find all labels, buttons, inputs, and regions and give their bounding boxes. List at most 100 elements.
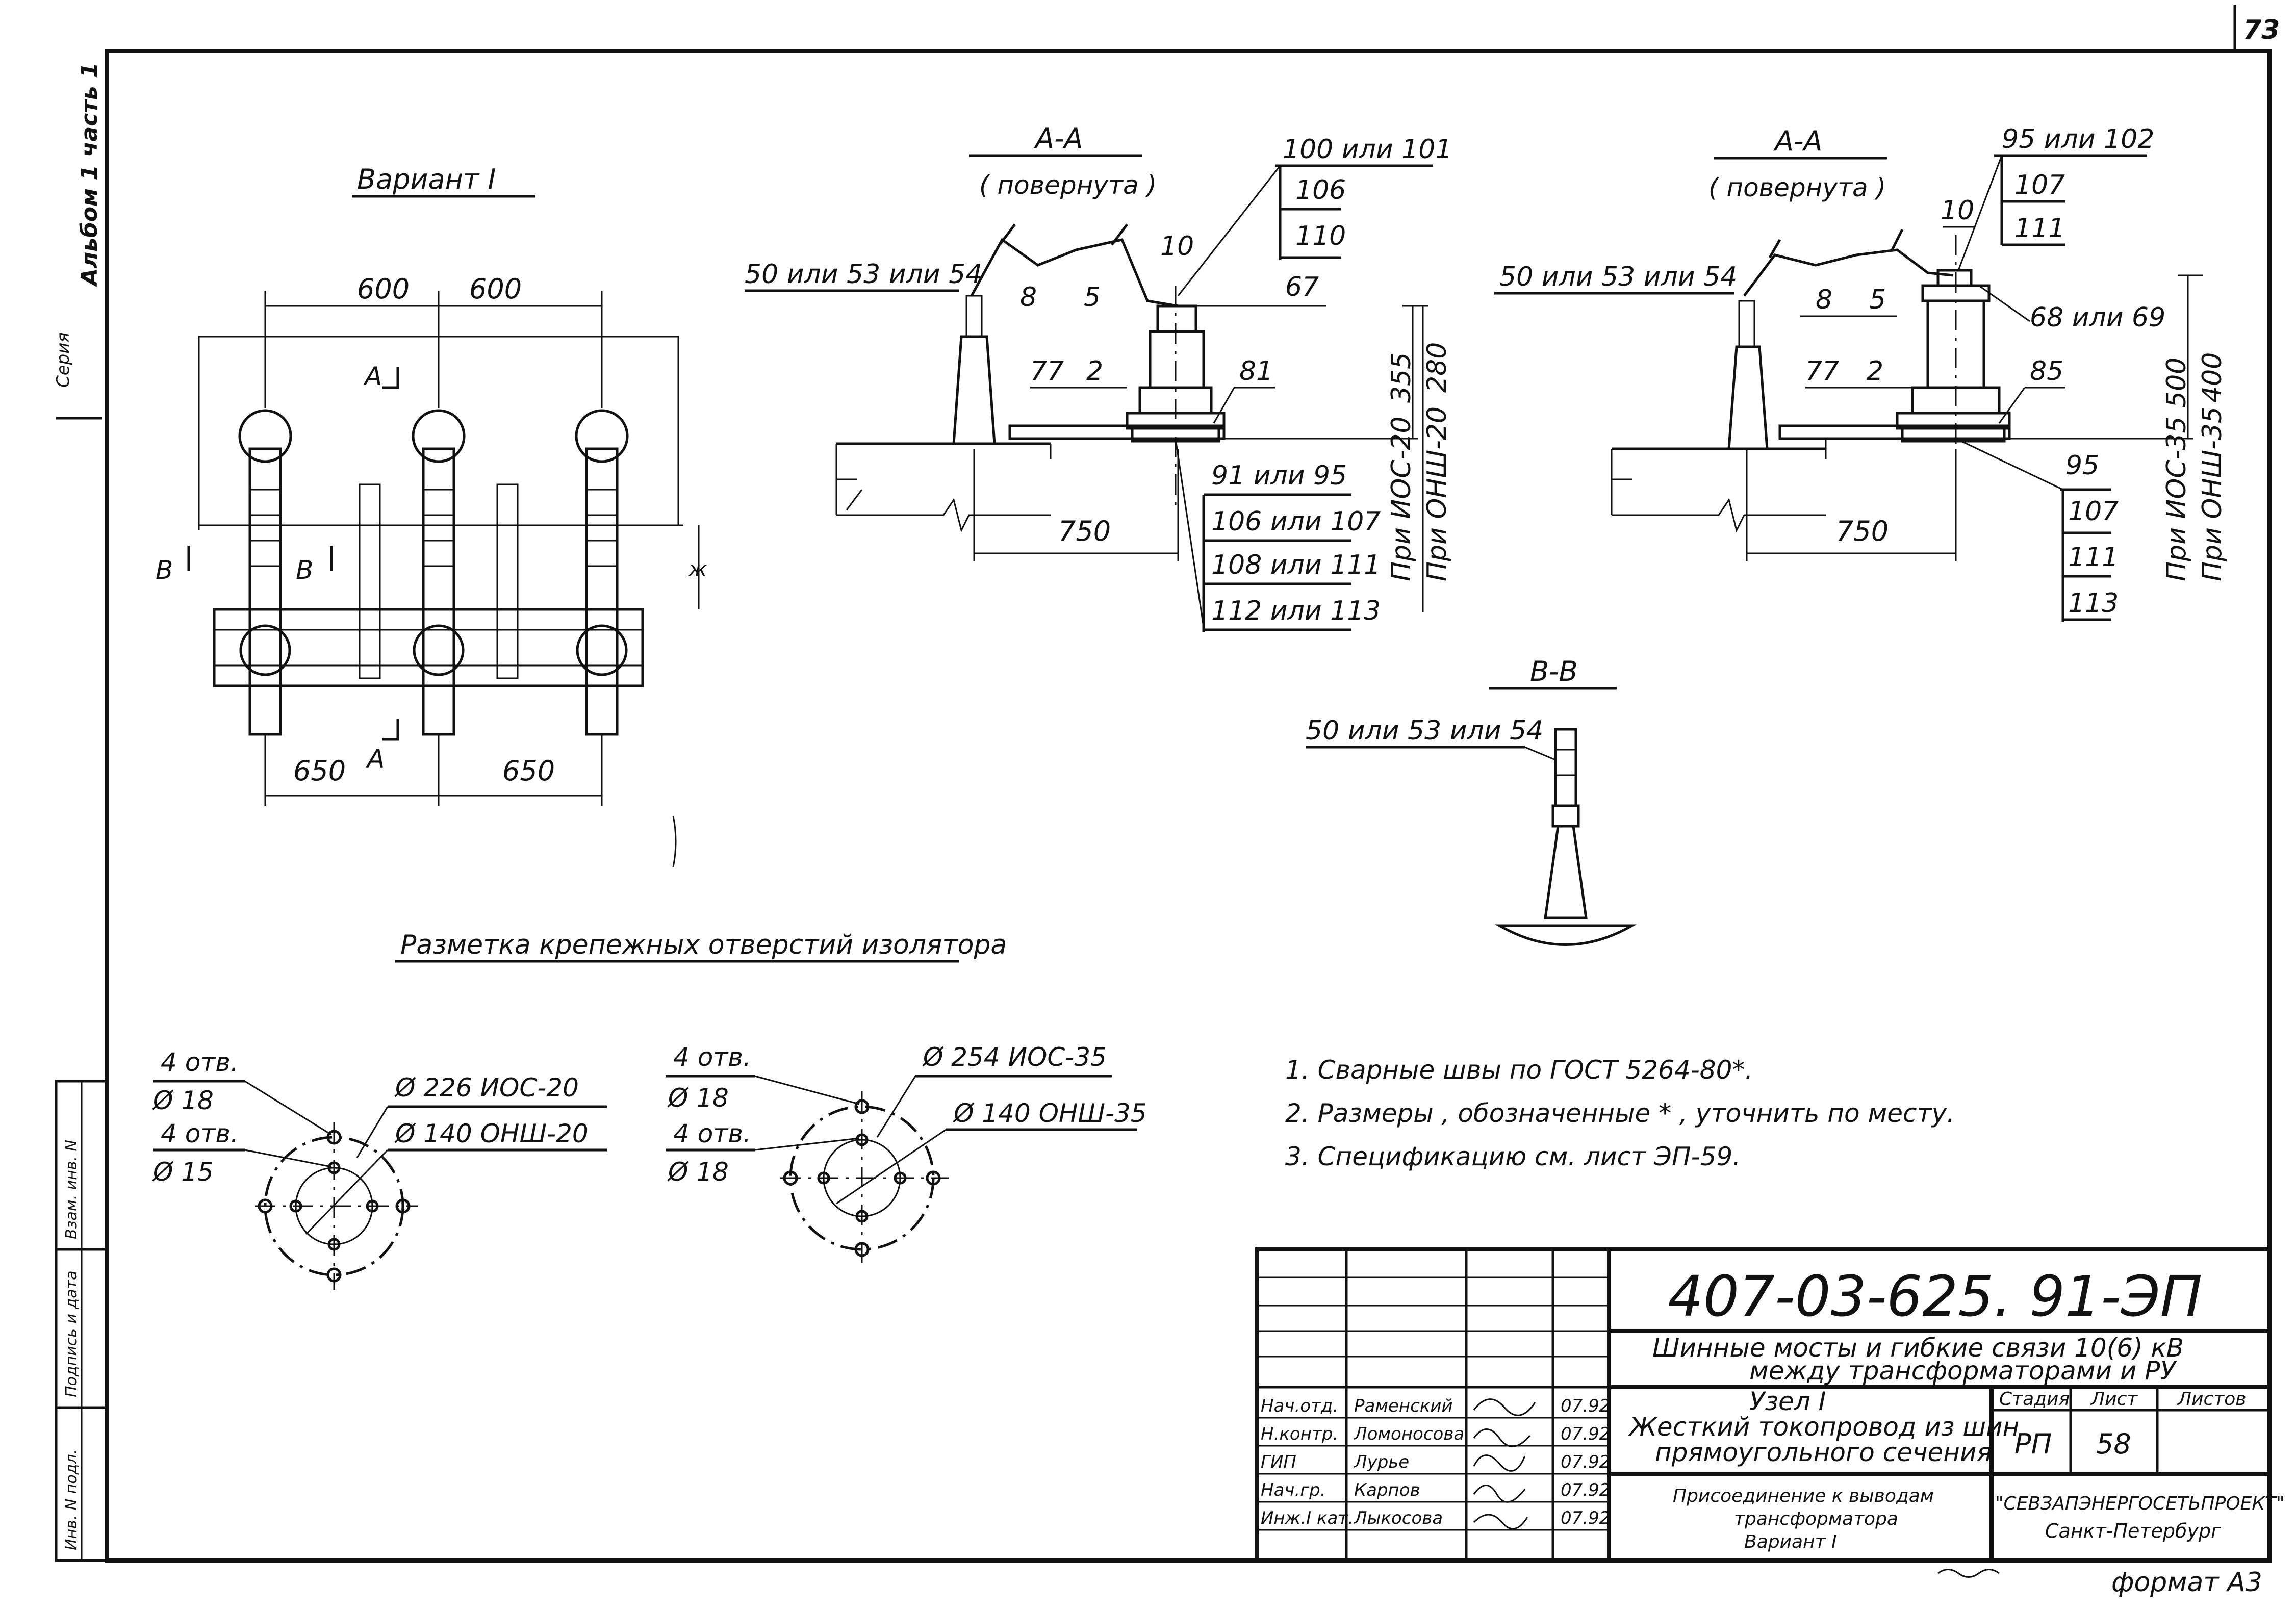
markup-left-holes-b-dia: Ø 15 — [152, 1157, 214, 1187]
dim-top-2: 600 — [469, 273, 522, 305]
plan-view: Вариант I 600 600 — [156, 163, 707, 806]
note-2: 2. Размеры , обозначенные * , уточнить п… — [1285, 1098, 1955, 1128]
org-line-1: "СЕВЗАПЭНЕРГОСЕТЬПРОЕКТ" — [1995, 1493, 2285, 1514]
stamp-signature-date: Подпись и дата — [63, 1271, 81, 1398]
staff-date: 07.92 — [1561, 1396, 1610, 1416]
ref-r-85: 85 — [2030, 356, 2063, 387]
staff-date: 07.92 — [1561, 1424, 1610, 1444]
staff-row-3: ГИП Лурье 07.92 — [1261, 1452, 1610, 1472]
staff-role: Н.контр. — [1261, 1424, 1338, 1444]
note-ios-35: При ИОС-35 — [2161, 416, 2192, 581]
dim-height-1: 355 — [1386, 352, 1417, 403]
dim-height-r-2: 400 — [2197, 352, 2228, 403]
drawing-line-3: Вариант I — [1744, 1531, 1837, 1552]
dim-height-r-1: 500 — [2161, 357, 2192, 408]
sheet-line-1: Узел I — [1749, 1387, 1826, 1416]
section-aa-left: А-А ( повернута ) 100 или 101 106 110 50… — [745, 122, 1452, 632]
ref-r-5: 5 — [1869, 285, 1886, 315]
project-line-1: Шинные мосты и гибкие связи 10(6) кВ — [1652, 1333, 2184, 1363]
callout-bottom-3: 108 или 111 — [1211, 550, 1381, 580]
variant-title: Вариант I — [357, 163, 496, 195]
ref-r-77: 77 — [1805, 356, 1839, 387]
stamp-replace-inv: Взам. инв. N — [63, 1140, 81, 1239]
dim-750-right: 750 — [1836, 515, 1889, 547]
staff-row-5: Инж.I кат. Лыкосова 07.92 — [1261, 1508, 1610, 1530]
binding-strip: Альбом 1 часть 1 Серия Взам. инв. N Подп… — [53, 62, 109, 1562]
section-mark-star: ж — [688, 558, 707, 581]
section-bb: В-В 50 или 53 или 54 — [1306, 655, 1637, 946]
staff-role: Нач.отд. — [1261, 1396, 1338, 1416]
note-3: 3. Спецификацию см. лист ЭП-59. — [1285, 1142, 1741, 1171]
ref-81: 81 — [1239, 356, 1273, 387]
ref-5: 5 — [1084, 282, 1101, 313]
sheets-header: Листов — [2177, 1389, 2246, 1410]
staff-role: Инж.I кат. — [1261, 1508, 1354, 1528]
callout-top-r-1: 95 или 102 — [2002, 124, 2154, 155]
bus-ref-bb: 50 или 53 или 54 — [1306, 715, 1543, 746]
staff-name: Раменский — [1354, 1396, 1453, 1416]
section-mark-a-bottom: А — [366, 744, 385, 774]
staff-date: 07.92 — [1561, 1452, 1610, 1472]
staff-date: 07.92 — [1561, 1508, 1610, 1528]
general-notes: 1. Сварные швы по ГОСТ 5264-80*. 2. Разм… — [1285, 1055, 1955, 1171]
org-line-2: Санкт-Петербург — [2045, 1520, 2222, 1542]
markup-right-holes-b-count: 4 отв. — [673, 1119, 751, 1148]
ref-8: 8 — [1020, 282, 1037, 313]
markup-right-circle-a: Ø 254 ИОС-35 — [922, 1042, 1107, 1072]
dim-750-left: 750 — [1058, 515, 1111, 547]
section-aa-right-title: А-А — [1773, 125, 1822, 157]
stamp-original-inv: Инв. N подл. — [63, 1449, 81, 1550]
section-mark-b-right: В — [296, 555, 313, 585]
callout-bottom-r-2: 107 — [2068, 496, 2119, 527]
dim-height-2: 280 — [1422, 342, 1452, 393]
sheet-line-2: Жесткий токопровод из шин — [1628, 1412, 2019, 1442]
markup-section: Разметка крепежных отверстий изолятора — [395, 930, 1007, 963]
staff-row-2: Н.контр. Ломоносова 07.92 — [1261, 1424, 1610, 1447]
page-number-box: 73 — [2233, 5, 2280, 51]
note-ios-20: При ИОС-20 — [1386, 416, 1417, 581]
markup-left-holes-b-count: 4 отв. — [161, 1119, 239, 1148]
markup-right: 4 отв. Ø 18 4 отв. Ø 18 Ø 254 ИОС-35 Ø 1… — [666, 1042, 1147, 1265]
callout-bottom-r-4: 113 — [2068, 588, 2119, 619]
callout-top-3: 110 — [1295, 221, 1346, 251]
page-number: 73 — [2243, 15, 2280, 45]
section-aa-left-title: А-А — [1034, 122, 1083, 155]
sheet-value: 58 — [2096, 1428, 2131, 1460]
staff-name: Лыкосова — [1353, 1508, 1443, 1528]
ref-2: 2 — [1086, 356, 1103, 387]
callout-top-2: 106 — [1295, 175, 1346, 206]
dim-bottom-1: 650 — [293, 755, 346, 787]
staff-role: ГИП — [1261, 1452, 1296, 1472]
staff-name: Карпов — [1354, 1480, 1420, 1500]
callout-bottom-1: 91 или 95 — [1211, 461, 1347, 491]
markup-left-holes-a-count: 4 отв. — [161, 1047, 239, 1077]
dim-bottom-2: 650 — [502, 755, 555, 787]
staff-name: Ломоносова — [1353, 1424, 1464, 1444]
markup-right-circle-b: Ø 140 ОНШ-35 — [953, 1098, 1147, 1128]
callout-top-1: 100 или 101 — [1283, 134, 1452, 165]
ref-67: 67 — [1285, 272, 1319, 302]
ref-r-8: 8 — [1816, 285, 1832, 315]
staff-name: Лурье — [1353, 1452, 1409, 1472]
sheet-header: Лист — [2090, 1389, 2138, 1410]
sheet-line-3: прямоугольного сечения — [1655, 1438, 1992, 1467]
bus-ref-right: 50 или 53 или 54 — [1499, 262, 1737, 292]
stray-mark — [672, 815, 677, 867]
note-1: 1. Сварные швы по ГОСТ 5264-80*. — [1285, 1055, 1753, 1085]
dim-top-1: 600 — [357, 273, 410, 305]
staff-row-4: Нач.гр. Карпов 07.92 — [1261, 1480, 1610, 1503]
markup-right-holes-a-count: 4 отв. — [673, 1042, 751, 1072]
section-mark-b-left: В — [156, 555, 173, 585]
album-label: Альбом 1 часть 1 — [76, 62, 103, 287]
section-aa-right: А-А ( повернута ) 95 или 102 107 111 50 … — [1494, 124, 2228, 622]
markup-right-holes-a-dia: Ø 18 — [667, 1083, 729, 1113]
section-aa-right-subtitle: ( повернута ) — [1708, 173, 1886, 202]
staff-row-1: Нач.отд. Раменский 07.92 — [1261, 1396, 1610, 1416]
markup-title: Разметка крепежных отверстий изолятора — [400, 930, 1007, 960]
callout-bottom-r-1: 95 — [2065, 450, 2099, 481]
staff-date: 07.92 — [1561, 1480, 1610, 1500]
section-bb-title: В-В — [1530, 655, 1578, 687]
bus-ref-left: 50 или 53 или 54 — [745, 259, 982, 290]
format-label: формат А3 — [2111, 1567, 2262, 1598]
